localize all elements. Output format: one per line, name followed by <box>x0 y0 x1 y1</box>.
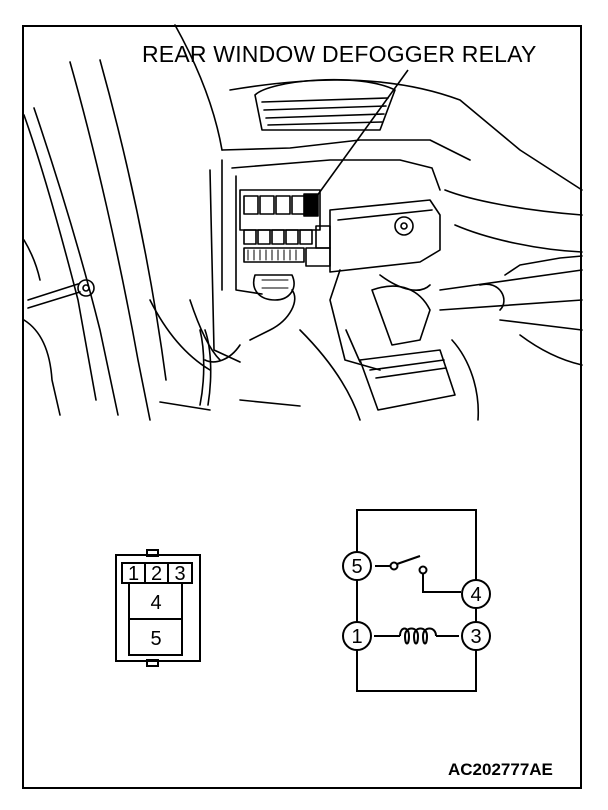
pin-label-1: 1 <box>128 563 139 585</box>
diagram-title: REAR WINDOW DEFOGGER RELAY <box>142 41 537 67</box>
terminal-label-1: 1 <box>351 626 362 648</box>
figure-code: AC202777AE <box>448 760 553 779</box>
pin-label-3: 3 <box>174 563 185 585</box>
pin-label-5: 5 <box>150 628 161 650</box>
leader-line <box>313 69 409 201</box>
relay-terminal-labels: 5 4 1 3 <box>351 556 481 648</box>
pin-label-4: 4 <box>150 592 161 614</box>
diagram-frame <box>22 25 582 789</box>
terminal-label-4: 4 <box>470 584 481 606</box>
relay-circuit <box>342 509 491 692</box>
connector-pinout <box>115 549 201 667</box>
terminal-label-5: 5 <box>351 556 362 578</box>
terminal-label-3: 3 <box>470 626 481 648</box>
connector-pin-labels: 1 2 3 4 5 <box>128 563 186 650</box>
pin-label-2: 2 <box>151 563 162 585</box>
dashboard-illustration <box>23 24 583 421</box>
